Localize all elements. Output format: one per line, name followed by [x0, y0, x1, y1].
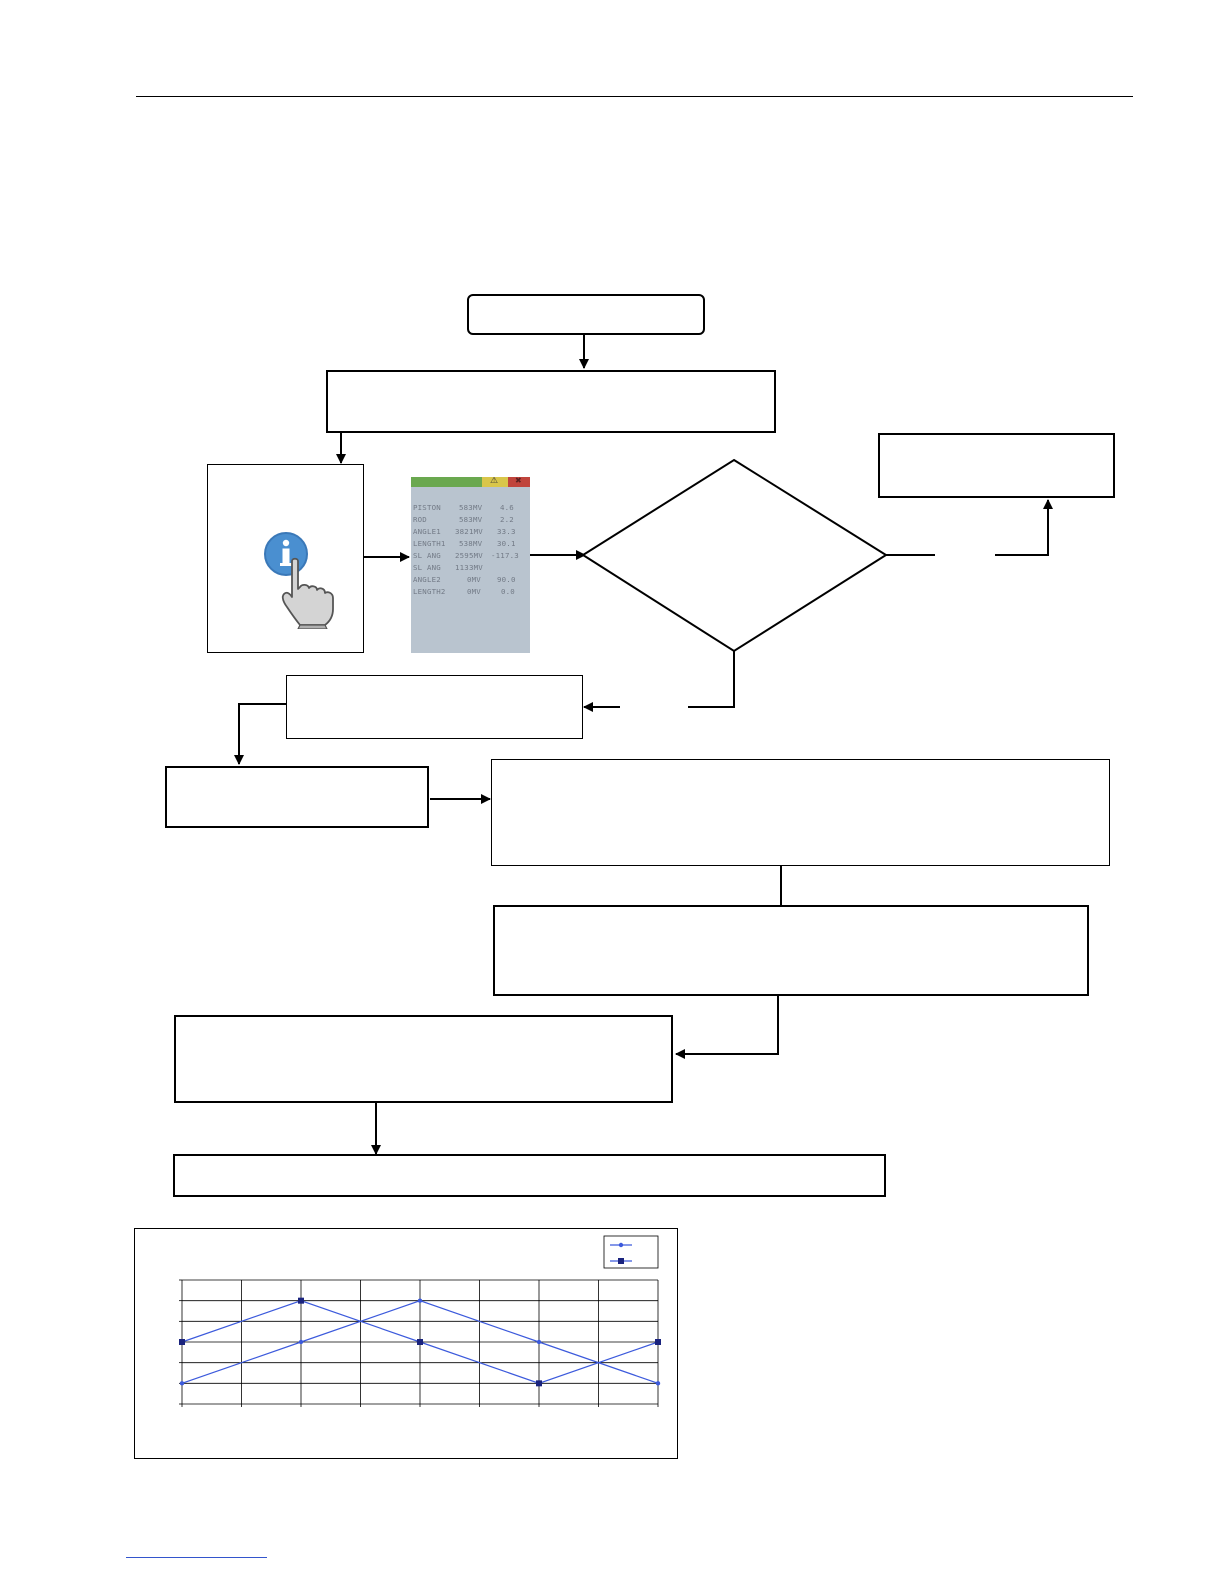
wide-step-box-2	[493, 905, 1089, 996]
lcd-value: 30.1	[497, 539, 516, 548]
lcd-raw: 0MV	[467, 587, 481, 596]
lcd-raw: 583MV	[459, 503, 483, 512]
line-chart	[179, 1235, 661, 1407]
final-box	[173, 1154, 886, 1197]
lcd-value: 4.6	[500, 503, 514, 512]
lcd-row: SL ANG 2595MV -117.3	[413, 551, 528, 563]
lcd-label: ANGLE1	[413, 527, 441, 536]
left-step-box	[165, 766, 429, 828]
lcd-row: ANGLE2 0MV 90.0	[413, 575, 528, 587]
connector-check-to-left	[234, 703, 286, 765]
lcd-row: LENGTH1 538MV 30.1	[413, 539, 528, 551]
lcd-row: LENGTH2 0MV 0.0	[413, 587, 528, 599]
data-point-square	[655, 1339, 661, 1345]
lcd-value: 0.0	[501, 587, 515, 596]
error-icon: ✖	[515, 477, 522, 485]
lcd-raw: 2595MV	[455, 551, 483, 560]
data-point-square	[298, 1297, 304, 1304]
lcd-label: LENGTH1	[413, 539, 446, 548]
header-rule	[136, 96, 1133, 97]
lcd-value: 2.2	[500, 515, 514, 524]
result-box-top-right	[878, 433, 1115, 498]
check-box	[286, 675, 583, 739]
legend-box	[603, 1235, 659, 1269]
chart-series	[179, 1297, 661, 1387]
warning-icon: ⚠	[490, 477, 499, 486]
decision-diamond	[581, 458, 888, 653]
lcd-value: 90.0	[497, 575, 516, 584]
connector-decision-right-b	[995, 499, 1053, 556]
lcd-row: ROD 583MV 2.2	[413, 515, 528, 527]
lcd-raw: 3821MV	[455, 527, 483, 536]
lcd-raw: 0MV	[467, 575, 481, 584]
legend-marker-1	[618, 1242, 624, 1248]
status-bar-yellow	[482, 477, 508, 487]
lcd-label: PISTON	[413, 503, 441, 512]
chart-legend	[603, 1235, 659, 1269]
step-box-1	[326, 370, 776, 433]
data-point-diamond	[298, 1339, 304, 1345]
step-box-lower	[174, 1015, 673, 1103]
data-point-square	[417, 1339, 423, 1345]
wide-step-box	[491, 759, 1110, 866]
start-box	[467, 294, 705, 335]
connector-wide2-to-box	[675, 996, 779, 1059]
status-bar-red	[508, 477, 530, 487]
status-bar-green	[411, 477, 482, 487]
lcd-raw: 1133MV	[455, 563, 483, 572]
connector-decision-down-a	[688, 651, 735, 708]
lcd-value: 33.3	[497, 527, 516, 536]
data-point-square	[179, 1339, 185, 1345]
legend-marker-2	[618, 1258, 624, 1264]
info-press-box	[207, 464, 364, 653]
lcd-raw: 583MV	[459, 515, 483, 524]
lcd-label: SL ANG	[413, 563, 441, 572]
data-point-diamond	[655, 1381, 661, 1386]
lcd-row: SL ANG 1133MV	[413, 563, 528, 575]
footer-link-underline[interactable]	[126, 1557, 267, 1558]
chart-frame	[134, 1228, 678, 1459]
data-point-diamond	[179, 1381, 185, 1386]
lcd-screen-photo: ⚠ ✖ PISTON 583MV 4.6 ROD 583MV 2.2 ANGLE…	[411, 477, 530, 653]
lcd-row: PISTON 583MV 4.6	[413, 503, 528, 515]
lcd-row: ANGLE1 3821MV 33.3	[413, 527, 528, 539]
lcd-value: -117.3	[491, 551, 519, 560]
lcd-label: SL ANG	[413, 551, 441, 560]
lcd-label: ANGLE2	[413, 575, 441, 584]
lcd-label: LENGTH2	[413, 587, 446, 596]
pointing-hand-icon	[278, 557, 342, 634]
data-point-square	[536, 1380, 542, 1387]
data-point-diamond	[417, 1298, 423, 1303]
data-point-diamond	[536, 1339, 542, 1345]
lcd-label: ROD	[413, 515, 427, 524]
lcd-raw: 538MV	[459, 539, 483, 548]
